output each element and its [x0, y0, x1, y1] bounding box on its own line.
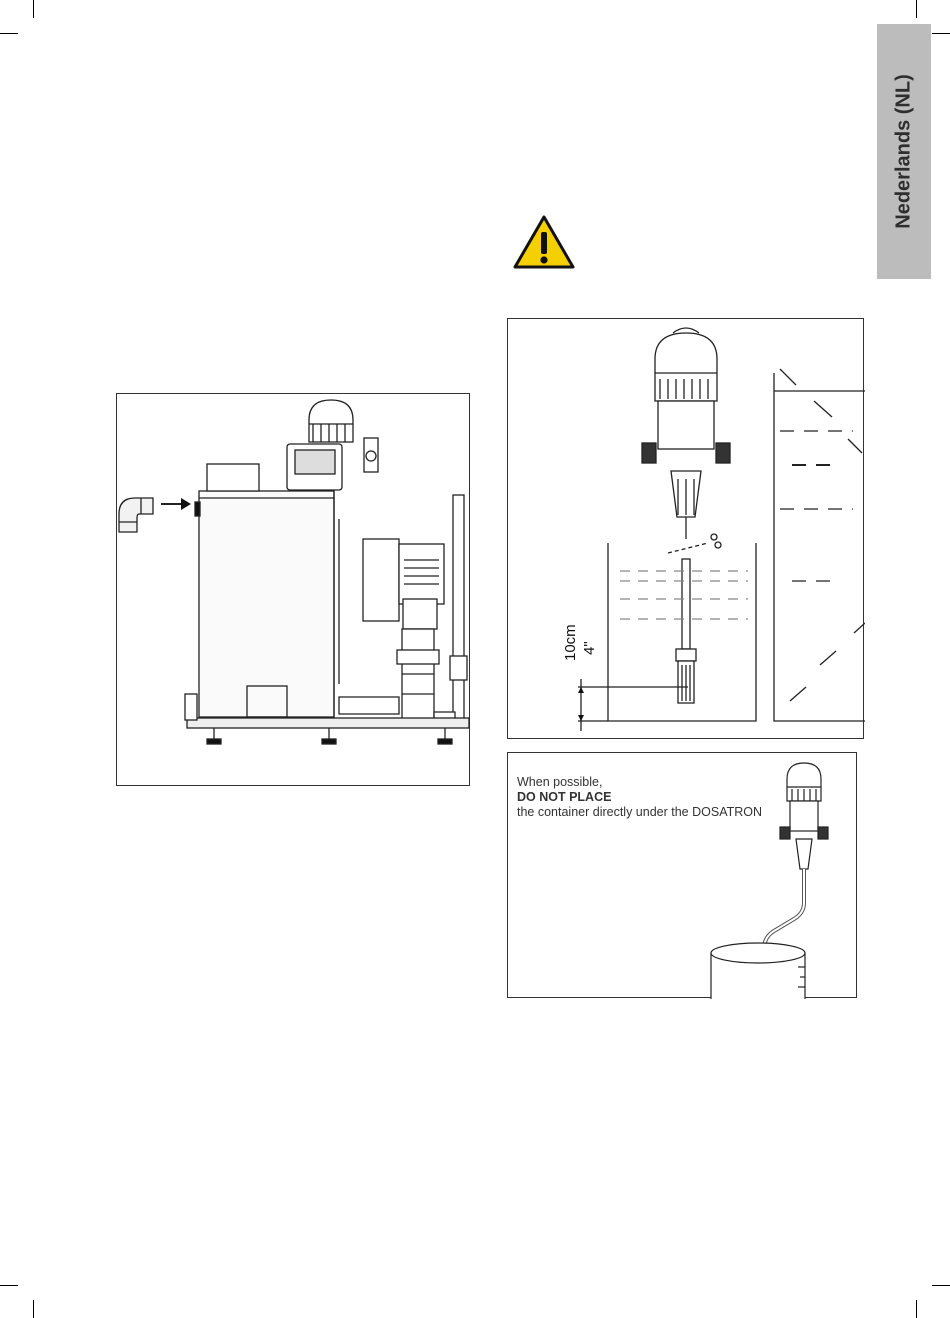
crop-mark	[916, 0, 917, 18]
dosatron-container-drawing	[508, 753, 858, 999]
crop-mark	[33, 0, 34, 18]
warning-triangle-icon	[512, 214, 576, 270]
container-figure: When possible, DO NOT PLACE the containe…	[507, 752, 857, 998]
installation-unit-drawing	[117, 394, 471, 787]
crop-mark	[932, 1285, 950, 1286]
dimension-imperial-label: 4"	[581, 641, 598, 655]
language-tab-label: Nederlands (NL)	[893, 74, 916, 228]
crop-mark	[932, 33, 950, 34]
dimension-metric-label: 10cm	[562, 624, 579, 661]
crop-mark	[33, 1300, 34, 1318]
installation-figure	[116, 393, 470, 786]
crop-mark	[0, 1285, 18, 1286]
suction-diagram-drawing	[508, 319, 865, 740]
crop-mark	[0, 33, 18, 34]
crop-mark	[916, 1300, 917, 1318]
language-tab[interactable]: Nederlands (NL)	[877, 24, 931, 279]
suction-figure: 10cm 4"	[507, 318, 864, 739]
